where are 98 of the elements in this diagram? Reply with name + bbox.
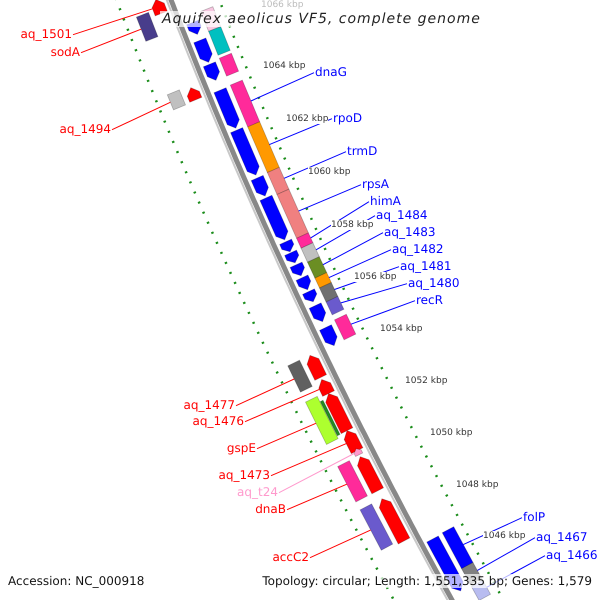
leader-line [310,201,370,238]
gene-label: rpoD [333,111,362,125]
gene-pentagon [325,392,354,434]
gene-pentagon [296,274,312,290]
gene-block [318,282,338,303]
leader-line [244,388,320,422]
gene-label: sodA [50,45,80,59]
leader-line [278,453,355,494]
gene-pentagon [308,302,326,322]
gene-block [296,232,314,249]
leader-line [268,118,332,146]
gene-block [306,256,328,279]
gene-block [314,272,332,289]
gene-block [218,52,240,77]
gene-label: aq_1467 [536,530,588,544]
gene-block [320,400,341,436]
scale-label: 1052 kbp [405,376,448,386]
gene-label: gspE [226,441,256,455]
leader-line [256,422,316,450]
scale-label: 1054 kbp [380,324,422,334]
gene-label: dnaG [315,65,347,79]
gene-label: aq_t24 [237,485,278,499]
scale-label: 1060 kbp [308,167,350,177]
gene-block [230,80,260,128]
gene-label: rpsA [362,177,390,191]
gene-pentagon [318,378,335,397]
gene-pentagon [306,354,328,381]
gene-block [326,296,344,316]
leader-line [322,232,384,266]
gene-block [337,460,368,502]
leader-line [310,530,372,558]
gene-block [208,26,231,56]
gene-block [334,314,356,340]
gene-pentagon [250,174,269,197]
gene-block [247,121,280,174]
gene-block [276,188,309,239]
gene-pentagon [230,127,260,176]
gene-block [287,360,313,393]
gene-pentagon [284,250,300,264]
gene-pentagon [357,456,384,494]
gene-pentagon [193,37,213,63]
gene-pentagon [344,430,364,454]
leader-line [284,151,346,179]
gene-label: aq_1483 [384,225,436,239]
gene-label: aq_1494 [59,122,111,136]
gene-pentagon [290,262,305,276]
gene-label: aq_1477 [183,398,235,412]
gene-pentagon [186,87,202,103]
gene-pentagon [378,498,410,545]
gene-block [360,503,394,551]
scale-label: 1050 kbp [430,428,472,438]
leader-line [80,28,142,54]
gene-label: aq_1481 [400,259,452,273]
genome-summary-text: Topology: circular; Length: 1,551,335 bp; Genes: 1,579 [262,574,592,588]
leader-line [286,484,348,510]
leader-line [112,102,171,130]
gene-pentagon [202,61,220,81]
gene-pentagon [259,194,288,240]
leader-line [72,8,153,36]
scale-label: 1056 kbp [354,272,396,282]
leader-line [270,443,347,476]
gene-label: aq_1476 [192,414,244,428]
gene-block [304,396,339,446]
gene-label: folP [523,510,546,524]
gene-label: trmD [347,144,378,158]
leader-line [298,184,362,212]
gene-block [166,89,186,110]
scale-label: 1062 kbp [286,114,328,124]
gene-label: aq_1473 [218,468,270,482]
scale-label: 1048 kbp [456,480,498,490]
gene-block [442,526,474,570]
gene-pentagon [302,288,318,302]
gene-block [300,242,320,263]
gene-label: aq_1480 [408,276,460,290]
gene-pentagon [354,448,364,458]
gene-label: accC2 [272,550,309,564]
leader-line [236,378,295,406]
gene-label: aq_1482 [392,242,444,256]
scale-label: 1058 kbp [331,220,374,230]
gene-label: aq_1466 [546,548,598,562]
gene-label: aq_1484 [376,208,428,222]
gene-pentagon [213,87,240,129]
gene-label: dnaB [255,502,286,516]
gene-block [266,166,290,196]
scale-label: 1046 kbp [483,531,526,541]
gene-label: himA [370,194,401,208]
leader-line [328,249,392,278]
leader-line [340,283,408,304]
leader-line [350,300,416,325]
scale-label: 1066 kbp [261,0,304,10]
gene-block [136,12,158,42]
accession-text: Accession: NC_000918 [8,574,144,588]
gene-label: recR [416,293,443,307]
leader-line [476,537,536,571]
scale-label: 1064 kbp [263,61,306,71]
gene-label: aq_1501 [20,27,72,41]
leader-line [250,72,314,102]
gene-pentagon [319,324,338,346]
